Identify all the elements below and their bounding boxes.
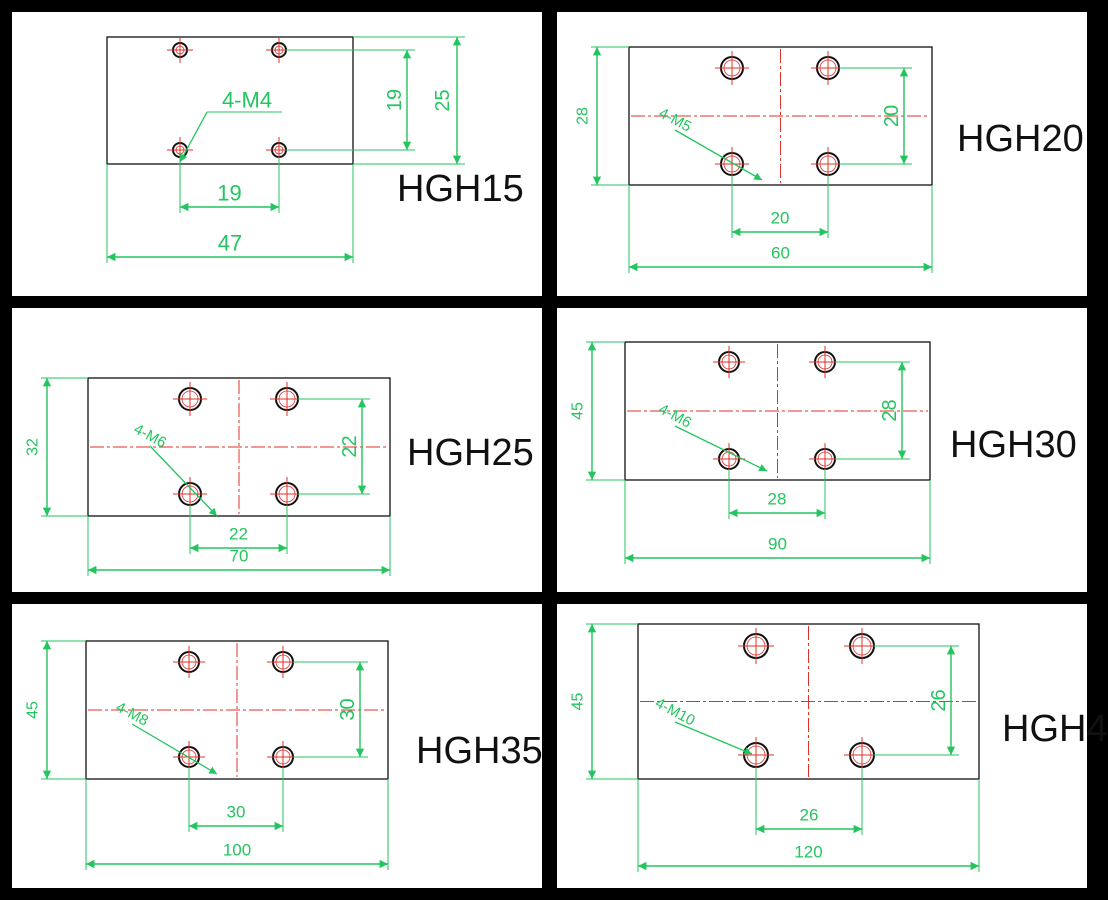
- dimension-height-label: 45: [25, 701, 42, 719]
- dimension-width-label: 60: [771, 244, 790, 263]
- thread-leader: [674, 425, 768, 472]
- thread-callout: 4-M5: [656, 104, 694, 135]
- thread-leader: [149, 445, 218, 517]
- dimension-height-label: 25: [432, 89, 454, 111]
- dimension-height-label: 28: [575, 107, 592, 125]
- dimension-hole-pitch-y-label: 19: [384, 89, 406, 111]
- hole-pattern-drawing: 28 45 28 90 4-M6: [570, 341, 931, 564]
- model-label: HGH35: [416, 730, 543, 772]
- hole-pattern-drawing: 30 45 30 100 4-M8: [25, 640, 389, 870]
- block-outline: [85, 640, 389, 780]
- model-label: HGH4: [1002, 708, 1108, 750]
- dimension-width-label: 100: [223, 841, 251, 860]
- dimension-width-label: 90: [768, 535, 787, 554]
- thread-leader: [674, 129, 763, 181]
- thread-leader: [131, 723, 218, 775]
- dimension-hole-pitch-x-label: 19: [217, 181, 241, 206]
- dimension-width-label: 70: [230, 547, 249, 566]
- dimension-width-label: 47: [218, 231, 242, 256]
- dimension-hole-pitch-y-label: 22: [339, 435, 361, 457]
- thread-leader: [674, 721, 753, 755]
- dimension-hole-pitch-y-label: 20: [881, 105, 903, 127]
- model-label: HGH15: [397, 168, 524, 210]
- dimension-hole-pitch-x-label: 20: [771, 209, 790, 228]
- dimension-hole-pitch-y-label: 30: [337, 698, 359, 720]
- dimension-hole-pitch-y-label: 26: [928, 689, 950, 711]
- dimension-height-label: 45: [570, 402, 587, 420]
- thread-callout: 4-M4: [222, 88, 272, 113]
- model-label: HGH25: [407, 432, 534, 474]
- dimension-hole-pitch-y-label: 28: [879, 399, 901, 421]
- drawing-panel-hgh20: 20 28 20 60 4-M5 HGH20: [557, 12, 1087, 296]
- hole-pattern-drawing: 20 28 20 60 4-M5: [575, 46, 933, 273]
- block-outline: [106, 36, 354, 165]
- block-outline: [87, 377, 391, 517]
- dimension-hole-pitch-x-label: 26: [800, 806, 819, 825]
- block-outline: [628, 46, 933, 186]
- dimension-height-label: 45: [570, 693, 587, 711]
- block-outline: [624, 341, 931, 481]
- hole-pattern-drawing: 19 25 19 47 4-M4: [106, 36, 465, 263]
- dimension-hole-pitch-x-label: 30: [227, 803, 246, 822]
- hole-pattern-drawing: 26 45 26 120 4-M10: [570, 623, 980, 872]
- dimension-width-label: 120: [794, 843, 822, 862]
- dimension-height-label: 32: [25, 438, 42, 456]
- thread-callout: 4-M8: [113, 698, 151, 729]
- thread-callout: 4-M6: [656, 400, 694, 431]
- thread-callout: 4-M10: [652, 695, 698, 730]
- model-label: HGH20: [957, 118, 1084, 160]
- block-outline: [637, 623, 980, 780]
- dimension-hole-pitch-x-label: 28: [768, 490, 787, 509]
- model-label: HGH30: [950, 424, 1077, 466]
- dimension-hole-pitch-x-label: 22: [229, 525, 248, 544]
- drawing-panel-hgh4: 26 45 26 120 4-M10 HGH4: [557, 604, 1108, 888]
- thread-leader: [179, 111, 208, 163]
